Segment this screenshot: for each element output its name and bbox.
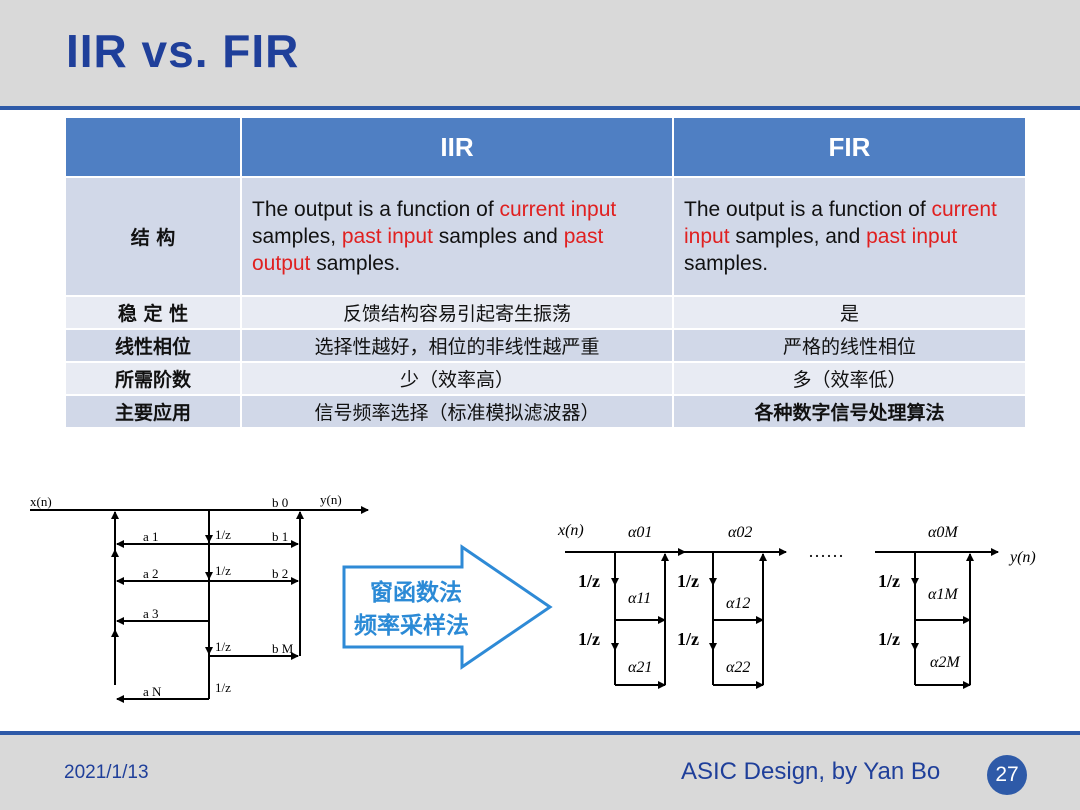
design-method-arrow: 窗函数法 频率采样法 — [342, 544, 553, 670]
fir-coef-a0m: α0M — [928, 524, 959, 541]
header-cell-iir: IIR — [240, 116, 674, 178]
header-bar — [0, 0, 1080, 106]
fir-delay-label: 1/z — [878, 571, 900, 591]
iir-delay-label: 1/z — [215, 527, 231, 542]
row-label-application: 主要应用 — [64, 394, 242, 429]
row-label-order: 所需阶数 — [64, 361, 242, 396]
header-cell-empty — [64, 116, 242, 178]
row-label-structure: 结 构 — [64, 176, 242, 297]
iir-coef-a1: a 1 — [143, 529, 159, 544]
linear-phase-iir-cell: 选择性越好，相位的非线性越严重 — [240, 328, 674, 363]
structure-fir-text: samples. — [684, 252, 769, 275]
fir-output-label: y(n) — [1008, 549, 1036, 566]
structure-fir-text: The output is a function of — [684, 198, 932, 221]
table-row-stability: 稳 定 性 反馈结构容易引起寄生振荡 是 — [64, 295, 1027, 330]
structure-iir-text: current input — [499, 198, 617, 221]
structure-fir-text: samples, and — [729, 225, 867, 248]
fir-ellipsis: ······ — [808, 546, 844, 566]
footer-bar — [0, 735, 1080, 810]
iir-coef-b2: b 2 — [272, 566, 288, 581]
fir-coef-a02: α02 — [728, 524, 752, 541]
iir-coef-b0: b 0 — [272, 495, 288, 510]
structure-iir-text: samples, — [252, 225, 342, 248]
iir-coef-bm: b M — [272, 641, 294, 656]
order-fir-cell: 多（效率低） — [672, 361, 1027, 396]
iir-coef-a2: a 2 — [143, 566, 159, 581]
structure-iir-text: samples. — [310, 252, 401, 275]
iir-output-label: y(n) — [320, 492, 342, 507]
application-fir-cell: 各种数字信号处理算法 — [672, 394, 1027, 429]
header-rule — [0, 106, 1080, 110]
application-iir-cell: 信号频率选择（标准模拟滤波器） — [240, 394, 674, 429]
arrow-text-line1: 窗函数法 — [370, 579, 462, 606]
structure-iir-text: The output is a function of — [252, 198, 500, 221]
iir-coef-a3: a 3 — [143, 606, 159, 621]
order-iir-cell: 少（效率高） — [240, 361, 674, 396]
footer-date: 2021/1/13 — [64, 762, 149, 783]
structure-iir-text: samples and — [432, 225, 564, 248]
table-row-application: 主要应用 信号频率选择（标准模拟滤波器） 各种数字信号处理算法 — [64, 394, 1027, 429]
stability-iir-cell: 反馈结构容易引起寄生振荡 — [240, 295, 674, 330]
header-cell-fir: FIR — [672, 116, 1027, 178]
iir-flow-diagram: x(n) y(n) b 0 b 1 b 2 b M a 1 a 2 a 3 a … — [30, 492, 369, 703]
fir-flow-diagram: x(n) y(n) ······ 1/z 1/z 1/z 1/z 1/z 1/z… — [557, 522, 1036, 689]
linear-phase-fir-cell: 严格的线性相位 — [672, 328, 1027, 363]
fir-delay-label: 1/z — [578, 571, 600, 591]
arrow-text-line2: 频率采样法 — [354, 612, 469, 639]
table-row-structure: 结 构 The output is a function of current … — [64, 176, 1027, 297]
fir-delay-label: 1/z — [878, 629, 900, 649]
footer-rule — [0, 731, 1080, 735]
structure-iir-text: past input — [341, 225, 433, 248]
row-label-linear-phase: 线性相位 — [64, 328, 242, 363]
iir-delay-label: 1/z — [215, 680, 231, 695]
fir-coef-a1m: α1M — [928, 586, 959, 603]
slide-title: IIR vs. FIR — [66, 25, 300, 77]
table-row-order: 所需阶数 少（效率高） 多（效率低） — [64, 361, 1027, 396]
fir-delay-label: 1/z — [677, 571, 699, 591]
iir-input-label: x(n) — [30, 494, 52, 509]
structure-iir-text: past output — [252, 225, 604, 275]
fir-input-label: x(n) — [557, 522, 584, 539]
iir-coef-an: a N — [143, 684, 162, 699]
structure-iir-cell: The output is a function of current inpu… — [240, 176, 674, 297]
fir-coef-a21: α21 — [628, 659, 652, 676]
row-label-stability: 稳 定 性 — [64, 295, 242, 330]
structure-fir-text: past input — [866, 225, 958, 248]
stability-fir-cell: 是 — [672, 295, 1027, 330]
footer-author: ASIC Design, by Yan Bo — [681, 758, 941, 785]
iir-coef-b1: b 1 — [272, 529, 288, 544]
structure-fir-cell: The output is a function of current inpu… — [672, 176, 1027, 297]
fir-coef-a2m: α2M — [930, 654, 961, 671]
table-row-linear-phase: 线性相位 选择性越好，相位的非线性越严重 严格的线性相位 — [64, 328, 1027, 363]
fir-coef-a11: α11 — [628, 590, 651, 607]
structure-fir-text: current input — [684, 198, 997, 248]
page-number-badge: 27 — [987, 755, 1027, 795]
table-header-row: IIR FIR — [64, 116, 1027, 178]
iir-delay-label: 1/z — [215, 639, 231, 654]
fir-delay-label: 1/z — [578, 629, 600, 649]
fir-coef-a12: α12 — [726, 595, 750, 612]
fir-delay-label: 1/z — [677, 629, 699, 649]
fir-coef-a22: α22 — [726, 659, 750, 676]
fir-coef-a01: α01 — [628, 524, 652, 541]
comparison-table: IIR FIR 结 构 The output is a function of … — [64, 116, 1027, 429]
iir-delay-label: 1/z — [215, 563, 231, 578]
